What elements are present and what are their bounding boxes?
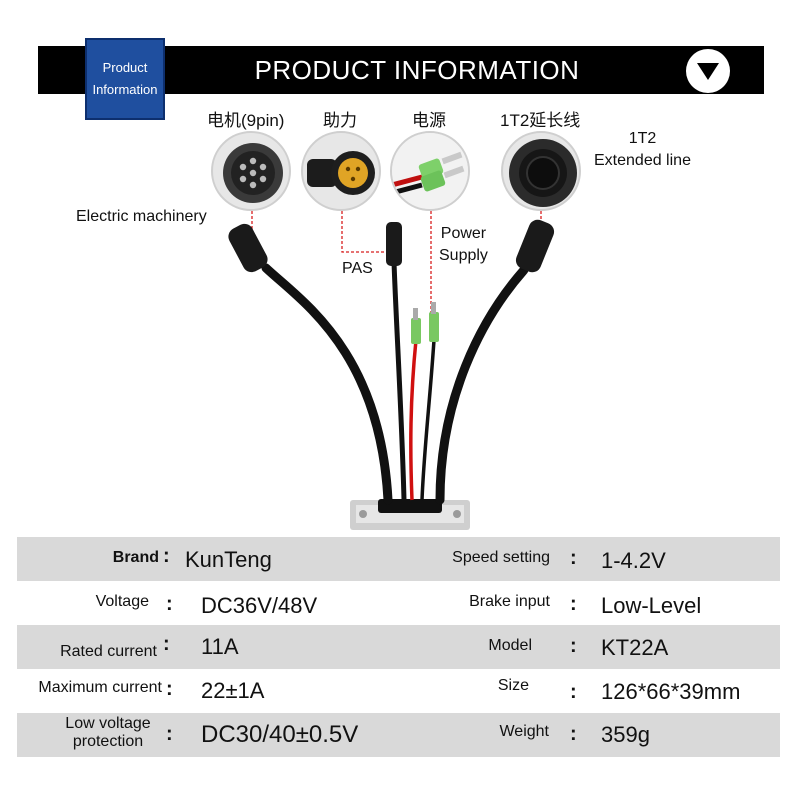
spec-colon: : bbox=[166, 723, 173, 745]
spec-colon: : bbox=[166, 678, 173, 700]
spec-key-size: Size bbox=[497, 677, 529, 694]
spec-key-brake-input: Brake input bbox=[469, 593, 550, 610]
controller-cables-illustration bbox=[228, 211, 555, 530]
extension-connector-en-label: 1T2 Extended line bbox=[594, 128, 691, 172]
page-title: PRODUCT INFORMATION bbox=[254, 55, 580, 85]
spec-colon: : bbox=[163, 633, 170, 655]
spec-value-voltage: DC36V/48V bbox=[201, 593, 318, 618]
spec-value-size: 126*66*39mm bbox=[601, 679, 741, 704]
pas-connector-cn-label: 助力 bbox=[323, 111, 357, 130]
spec-value-model: KT22A bbox=[601, 635, 669, 660]
spec-key-speed-setting: Speed setting bbox=[452, 549, 550, 566]
power-connector-en-label: Power Supply bbox=[439, 223, 488, 267]
spec-colon: : bbox=[570, 635, 577, 657]
spec-key-line-2: protection bbox=[72, 733, 144, 750]
spec-value-brake-input: Low-Level bbox=[601, 593, 702, 618]
spec-key-line-1: Low voltage bbox=[65, 715, 151, 732]
spec-key-voltage: Voltage bbox=[95, 593, 149, 610]
motor-connector-cn-label: 电机(9pin) bbox=[207, 111, 285, 130]
product-information-badge: Product Information bbox=[85, 38, 165, 120]
spec-row-brand: Brand : KunTeng Speed setting : 1-4.2V bbox=[17, 537, 780, 581]
spec-key-brand: Brand bbox=[112, 549, 159, 566]
power-connector-cn-label: 电源 bbox=[412, 111, 446, 130]
spec-colon: : bbox=[570, 723, 577, 745]
spec-colon: : bbox=[166, 593, 173, 615]
motor-connector-en-label: Electric machinery bbox=[76, 208, 207, 225]
spec-key-rated-current: Rated current bbox=[60, 643, 157, 660]
badge-line-2: Information bbox=[92, 82, 158, 97]
spec-row-voltage: Voltage : DC36V/48V Brake input : Low-Le… bbox=[17, 581, 780, 625]
spec-value-speed-setting: 1-4.2V bbox=[601, 548, 666, 573]
spec-key-low-voltage-protection: Low voltage protection bbox=[47, 715, 169, 751]
pas-connector-image bbox=[301, 131, 381, 211]
spec-colon: : bbox=[570, 593, 577, 615]
spec-colon: : bbox=[570, 681, 577, 703]
spec-value-rated-current: 11A bbox=[201, 634, 239, 659]
motor-connector-image bbox=[211, 131, 291, 211]
pas-connector-en-label: PAS bbox=[342, 260, 373, 277]
extension-label-line-2: Extended line bbox=[594, 152, 691, 169]
badge-line-1: Product bbox=[102, 60, 148, 75]
spec-key-model: Model bbox=[488, 637, 532, 654]
spec-colon: : bbox=[163, 545, 170, 567]
extension-connector-cn-label: 1T2延长线 bbox=[500, 111, 581, 130]
power-label-line-2: Supply bbox=[439, 247, 488, 264]
spec-colon: : bbox=[570, 547, 577, 569]
spec-key-weight: Weight bbox=[499, 723, 549, 740]
power-label-line-1: Power bbox=[440, 225, 487, 242]
spec-row-low-voltage-protection: Low voltage protection : DC30/40±0.5V We… bbox=[17, 713, 780, 757]
spec-key-maximum-current: Maximum current bbox=[38, 679, 162, 696]
spec-row-rated-current: Rated current : 11A Model : KT22A bbox=[17, 625, 780, 669]
power-connector-image bbox=[390, 131, 470, 211]
extension-connector-image bbox=[501, 131, 581, 211]
extension-label-line-1: 1T2 bbox=[628, 130, 657, 147]
spec-row-maximum-current: Maximum current : 22±1A Size : 126*66*39… bbox=[17, 669, 780, 713]
chevron-down-icon[interactable] bbox=[686, 49, 730, 93]
spec-value-low-voltage-protection: DC30/40±0.5V bbox=[201, 721, 359, 748]
spec-value-weight: 359g bbox=[601, 722, 650, 747]
spec-value-maximum-current: 22±1A bbox=[201, 678, 265, 703]
spec-value-brand: KunTeng bbox=[185, 547, 272, 572]
